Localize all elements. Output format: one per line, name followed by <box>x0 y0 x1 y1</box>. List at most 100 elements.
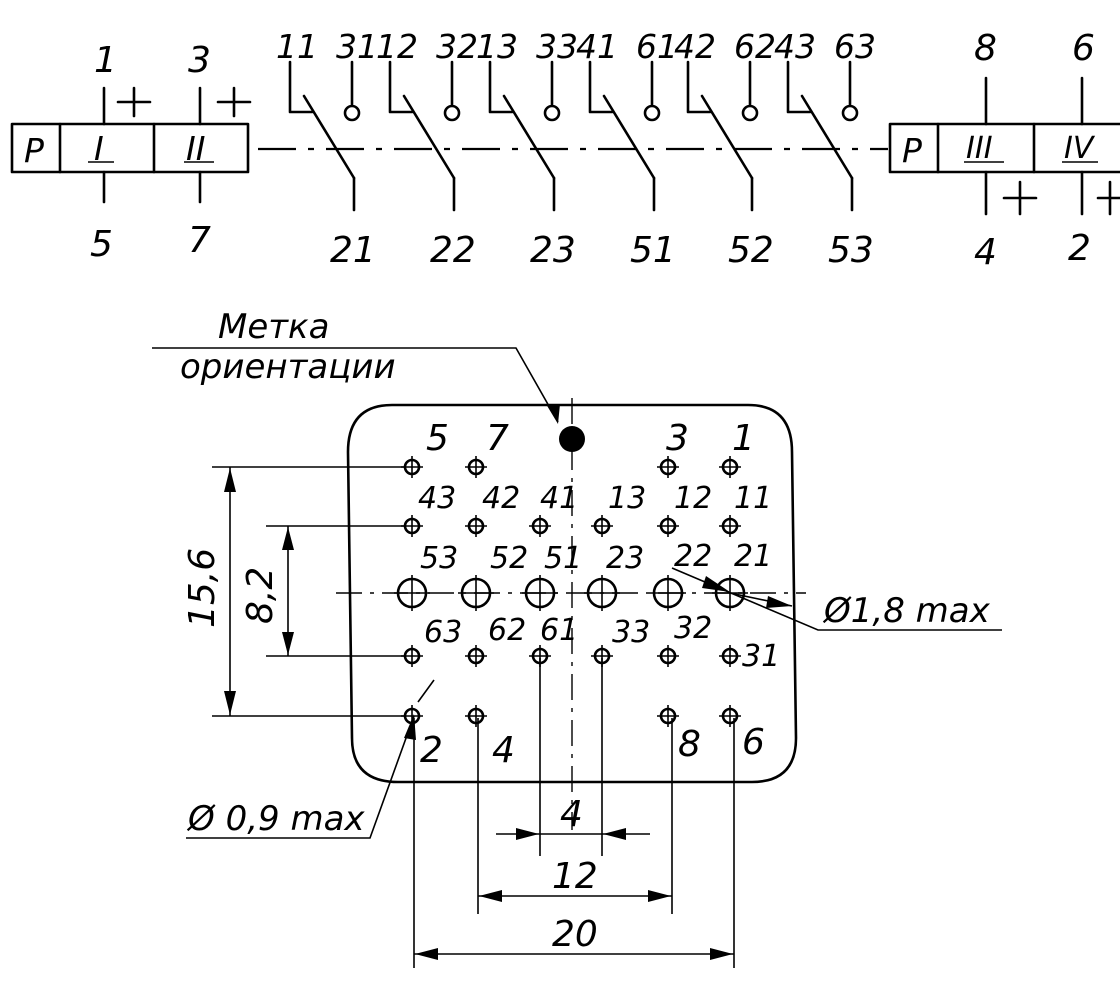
pin-grid <box>394 456 748 727</box>
contact-nc-label: 42 <box>674 27 716 66</box>
pin-label: 42 <box>482 481 520 516</box>
pin-label: 12 <box>674 481 712 516</box>
pin-label: 62 <box>488 613 526 648</box>
contact-no-label: 63 <box>834 27 876 66</box>
small-pin <box>657 645 679 667</box>
pin-label: 1 <box>94 40 117 81</box>
contact-no-label: 31 <box>336 27 378 66</box>
contact-common-label: 51 <box>630 230 676 271</box>
small-pin <box>401 645 423 667</box>
dimension-label: 8,2 <box>240 567 281 624</box>
polarity-mark <box>116 86 252 118</box>
dimension-label: 20 <box>552 914 598 955</box>
contact-common-label: 53 <box>828 230 874 271</box>
contact-group: 43 63 53 <box>774 27 876 271</box>
pin-label: 33 <box>612 615 650 650</box>
pin-label: 5 <box>90 224 113 265</box>
contact-no-label: 33 <box>536 27 578 66</box>
contact-nc-label: 12 <box>376 27 418 66</box>
small-hole-note: Ø 0,9 max <box>186 799 365 839</box>
small-pin <box>719 515 741 537</box>
small-pin <box>719 645 741 667</box>
pin-label: 4 <box>492 730 515 771</box>
small-pin <box>401 515 423 537</box>
dimension-height-inner: 8,2 <box>240 525 404 657</box>
pin-label: 23 <box>606 541 644 576</box>
orientation-mark-callout: Метка ориентации <box>152 307 560 424</box>
pinout-view: Метка ориентации 5 7 3 1 43 42 41 13 12 … <box>152 307 1002 968</box>
coil-right-section-a: III <box>966 131 993 166</box>
pin-label: 6 <box>1072 28 1095 69</box>
contact-common-label: 23 <box>530 230 576 271</box>
contact-nc-label: 11 <box>276 27 318 66</box>
pin-label: 11 <box>734 481 772 516</box>
pin-label: 8 <box>678 724 701 765</box>
dimension-height-outer: 15,6 <box>182 466 404 717</box>
dimension-label: 15,6 <box>182 548 223 628</box>
pin-label: 32 <box>674 611 712 646</box>
large-pin <box>522 575 558 611</box>
pin-label: 43 <box>418 481 456 516</box>
pin-label: 21 <box>734 539 772 574</box>
contact-nc-label: 41 <box>576 27 618 66</box>
small-pin <box>657 515 679 537</box>
large-pin <box>650 575 686 611</box>
orientation-mark-dot <box>559 426 585 452</box>
pin-label: 8 <box>974 28 997 69</box>
pin-label: 7 <box>486 418 509 459</box>
polarity-mark <box>1002 180 1120 216</box>
pin-label: 5 <box>426 418 449 459</box>
small-pin <box>465 645 487 667</box>
orientation-mark-label: Метка <box>218 307 329 347</box>
coil-left-section-b: II <box>186 129 205 168</box>
large-pin <box>394 575 430 611</box>
coil-left-outline <box>10 122 250 174</box>
pin-label: 3 <box>666 418 689 459</box>
schematic: P I II 1 3 5 7 P III <box>10 27 1120 273</box>
contact-terminal-icon <box>741 104 759 122</box>
pin-label: 13 <box>608 481 646 516</box>
pin-label: 1 <box>732 418 755 459</box>
pin-label: 6 <box>742 722 765 763</box>
pin-label: 31 <box>742 639 780 674</box>
pin-label: 3 <box>188 40 211 81</box>
pin-label: 61 <box>540 613 578 648</box>
dimension-width-4: 4 <box>496 658 650 856</box>
contact-nc-label: 43 <box>774 27 816 66</box>
large-hole-note: Ø1,8 max <box>822 591 991 631</box>
small-pin <box>401 456 423 478</box>
pin-label: 63 <box>424 615 462 650</box>
coil-right-type: P <box>902 131 922 170</box>
coil-right-section-b: IV <box>1064 131 1096 166</box>
contact-group: 42 62 52 <box>674 27 776 271</box>
pin-labels: 5 7 3 1 43 42 41 13 12 11 53 52 51 23 22… <box>418 418 780 771</box>
small-pin <box>591 515 613 537</box>
contact-terminal-icon <box>443 104 461 122</box>
coil-left-section-a: I <box>94 129 104 168</box>
small-pin <box>657 705 679 727</box>
contact-terminal-icon <box>343 104 361 122</box>
contact-terminal-icon <box>841 104 859 122</box>
large-pin <box>458 575 494 611</box>
pin-label: 53 <box>420 541 458 576</box>
small-hole-callout: Ø 0,9 max <box>186 679 435 839</box>
contact-no-label: 62 <box>734 27 776 66</box>
small-pin <box>465 515 487 537</box>
contact-terminal-icon <box>543 104 561 122</box>
contact-common-label: 22 <box>430 230 476 271</box>
small-pin <box>529 515 551 537</box>
pin-label: 7 <box>188 220 211 261</box>
pin-label: 41 <box>540 481 578 516</box>
pin-label: 52 <box>490 541 528 576</box>
dimension-label: 4 <box>560 794 583 835</box>
coil-block-right: P III IV 8 6 4 2 <box>888 28 1120 273</box>
coil-right-outline <box>888 122 1120 174</box>
small-pin <box>719 705 741 727</box>
large-hole-callout: Ø1,8 max <box>671 567 1002 631</box>
contact-common-label: 52 <box>728 230 774 271</box>
